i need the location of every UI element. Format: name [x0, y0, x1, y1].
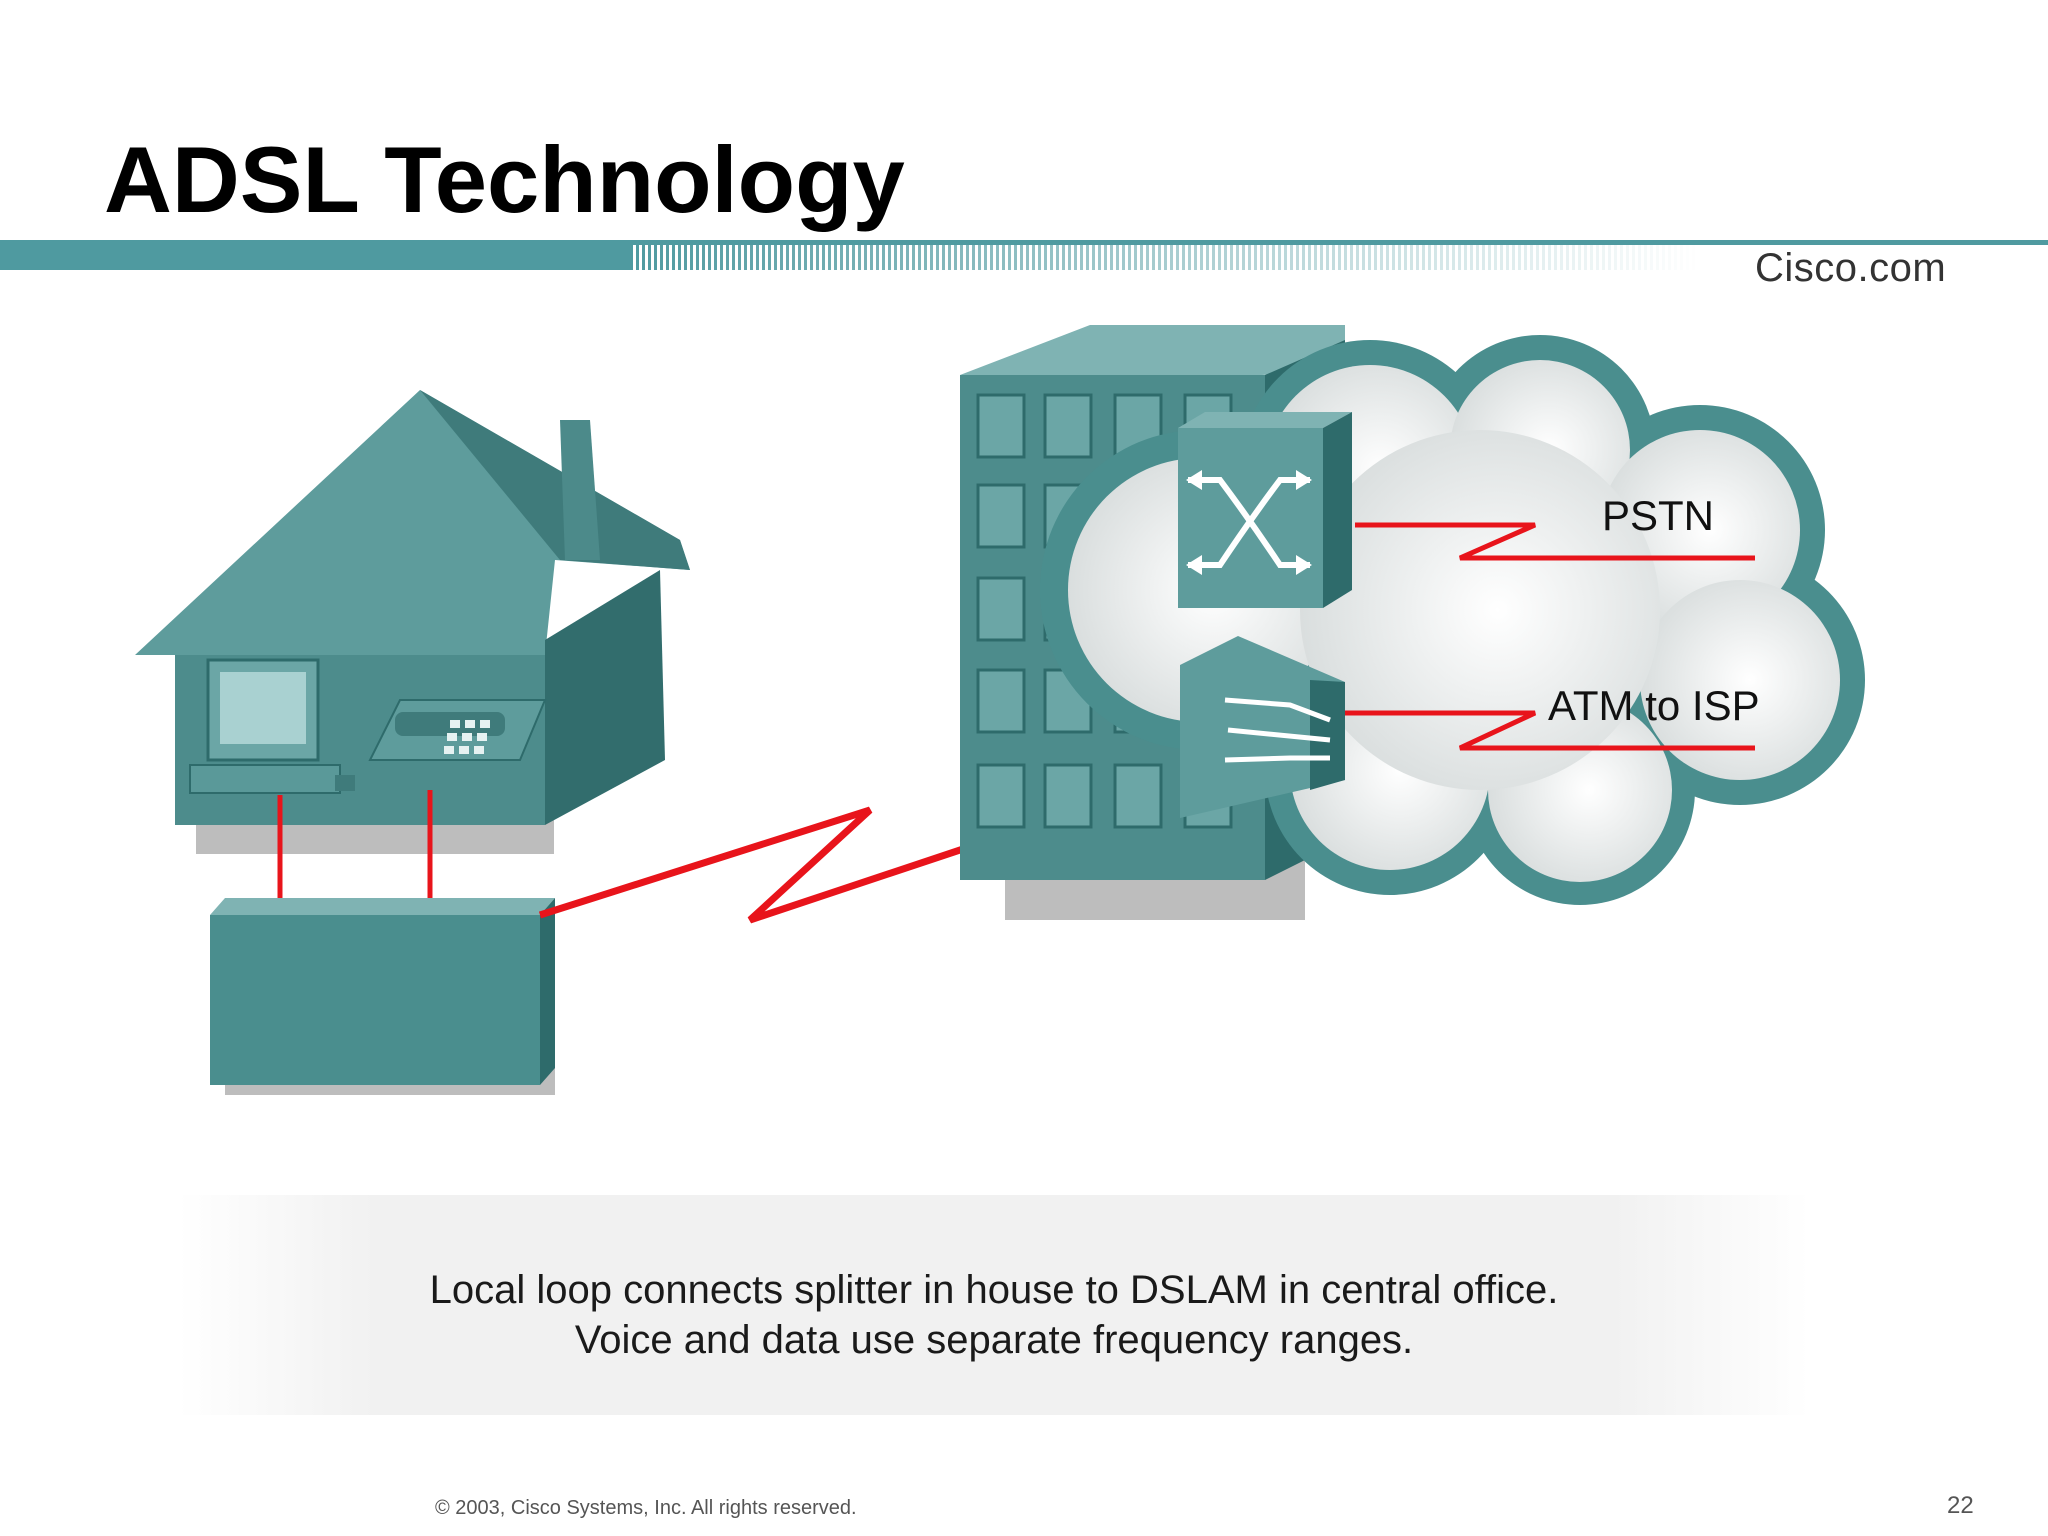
pstn-link — [1355, 522, 1755, 561]
telephone-icon — [368, 699, 547, 761]
slide-title: ADSL Technology — [104, 127, 905, 232]
header-bar — [0, 240, 2048, 270]
dslam-icon — [1180, 636, 1345, 818]
caption-box — [178, 1195, 1810, 1415]
splitter-icon — [210, 898, 555, 1095]
caption-line-2: Voice and data use separate frequency ra… — [574, 1318, 1414, 1362]
page-number: 22 — [1947, 1492, 1974, 1519]
atm-link — [1345, 710, 1755, 751]
pstn-label: PSTN — [1602, 492, 1714, 539]
copyright-notice: © 2003, Cisco Systems, Inc. All rights r… — [435, 1497, 857, 1519]
caption-line-1: Local loop connects splitter in house to… — [429, 1268, 1559, 1312]
atm-to-isp-label: ATM to ISP — [1548, 682, 1760, 729]
voice-switch-icon — [1178, 412, 1352, 608]
adsl-diagram: PSTN ATM to ISP — [135, 325, 1865, 1095]
cloud-icon — [1040, 335, 1865, 905]
computer-icon — [189, 658, 355, 794]
cisco-brand-label: Cisco.com — [1755, 246, 1947, 290]
